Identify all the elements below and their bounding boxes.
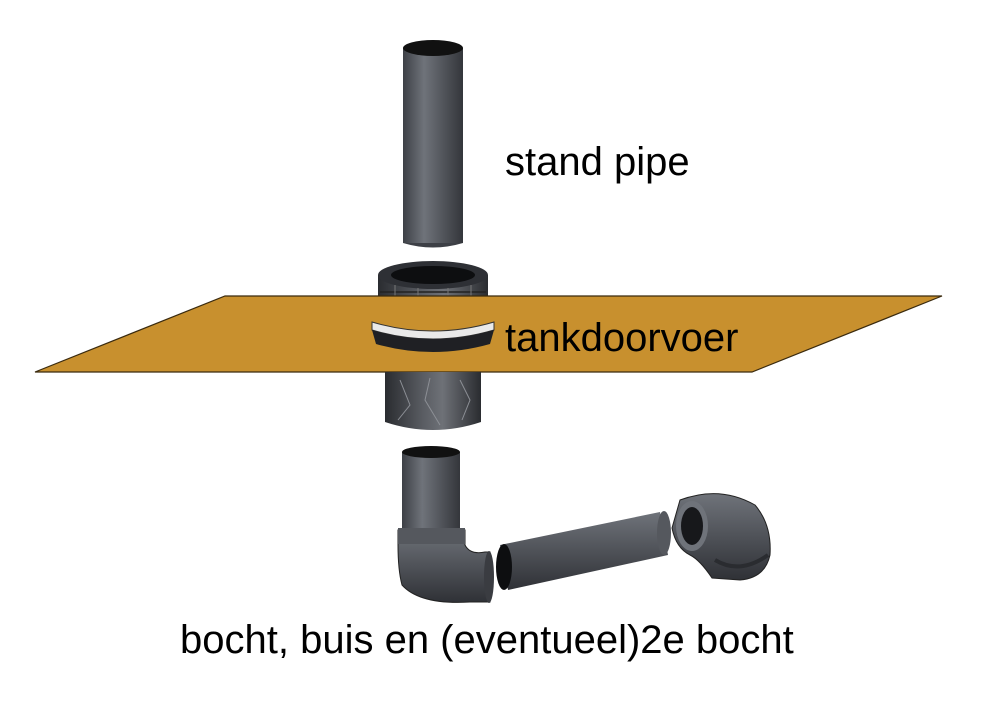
elbow-right bbox=[671, 493, 771, 581]
stand-pipe bbox=[403, 40, 463, 248]
tank-fitting-nut bbox=[371, 321, 495, 352]
stand-pipe-label: stand pipe bbox=[505, 140, 690, 184]
bottom-parts-label: bocht, buis en (eventueel)2e bocht bbox=[180, 618, 794, 662]
tank-fitting-label: tankdoorvoer bbox=[505, 316, 739, 360]
horizontal-pipe bbox=[496, 511, 671, 590]
tank-fitting-bottom bbox=[385, 372, 481, 430]
elbow-left bbox=[397, 528, 494, 603]
lower-vertical-pipe bbox=[402, 446, 460, 537]
